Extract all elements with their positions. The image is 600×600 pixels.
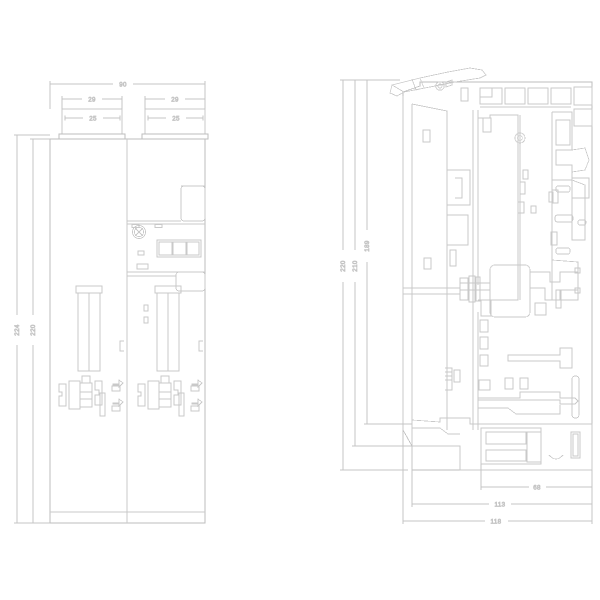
dimension-label-25-left: 25 (89, 115, 97, 122)
dimension-label-25-right: 25 (172, 115, 180, 122)
side-lower-structure (445, 299, 580, 430)
front-view-dimensions: 90 29 29 25 (14, 81, 206, 524)
side-top-cutouts (460, 86, 593, 127)
dimension-29-right: 29 (144, 96, 206, 109)
dimension-label-68: 68 (533, 484, 541, 491)
front-view-group (49, 108, 209, 524)
front-c-clips (119, 340, 203, 352)
side-middle-block (403, 264, 579, 318)
front-small-slots (143, 304, 149, 324)
dimension-189: 189 (364, 79, 412, 425)
side-view-group (389, 67, 593, 471)
side-left-panel (402, 96, 471, 430)
side-base-block (411, 417, 593, 471)
front-body-outline (49, 138, 206, 524)
front-right-module-detail (127, 185, 206, 292)
dimension-label-210: 210 (352, 260, 359, 272)
dimension-29-left: 29 (61, 96, 123, 109)
dimension-label-118: 118 (491, 518, 502, 525)
dimension-label-189: 189 (364, 240, 371, 252)
dimension-118: 118 (402, 430, 593, 526)
dimension-25-right: 25 (147, 115, 204, 123)
side-right-structure (548, 111, 590, 301)
front-barrel-left (75, 285, 103, 372)
dimension-label-220-side: 220 (340, 260, 347, 272)
dimension-224: 224 (14, 134, 50, 524)
front-terminal-assembly-right (137, 375, 203, 417)
side-top-lever (389, 67, 487, 97)
dimension-label-90: 90 (119, 81, 127, 88)
side-view-dimensions: 220 210 189 (340, 79, 593, 526)
front-barrel-right (154, 285, 182, 372)
dimension-label-29-right: 29 (171, 96, 179, 103)
dimension-90: 90 (49, 81, 206, 109)
dimension-25-left: 25 (64, 115, 121, 123)
dimension-label-220-front: 220 (30, 324, 37, 336)
dimension-label-29-left: 29 (88, 96, 96, 103)
dimension-label-113: 113 (495, 501, 506, 508)
dimension-label-224: 224 (14, 324, 21, 336)
front-terminal-assembly-left (58, 375, 124, 417)
dimension-220-front: 220 (30, 138, 50, 524)
